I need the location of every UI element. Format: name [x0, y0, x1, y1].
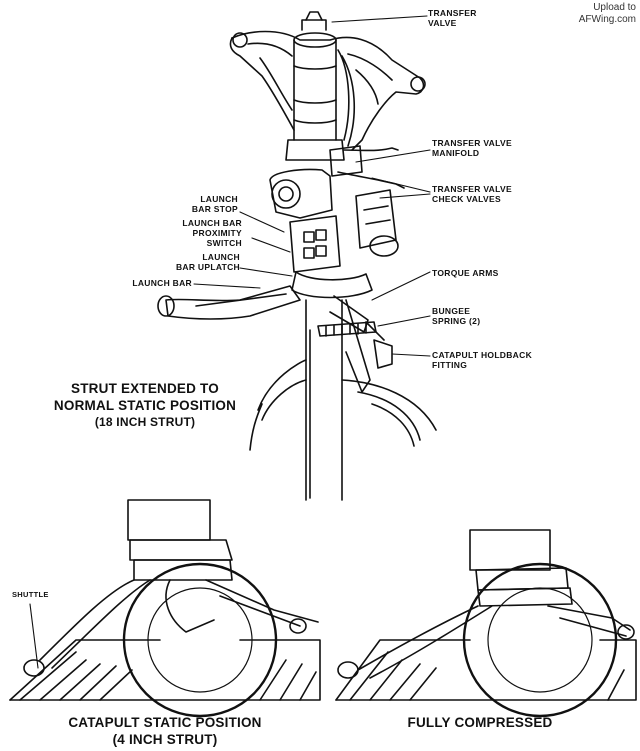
callout-text: TRANSFER [428, 8, 477, 18]
caption-line: STRUT EXTENDED TO [71, 381, 219, 396]
callout-torque-arms: TORQUE ARMS [432, 268, 499, 278]
callout-text: SHUTTLE [12, 590, 49, 599]
caption-fully-compressed: FULLY COMPRESSED [380, 714, 580, 731]
caption-line: NORMAL STATIC POSITION [53, 398, 237, 413]
caption-strut-extended: STRUT EXTENDED TO NORMAL STATIC POSITION… [0, 380, 290, 431]
callout-text: BAR STOP [191, 204, 238, 214]
watermark-line-1: Upload to [593, 2, 636, 13]
fully-compressed-drawing [335, 529, 637, 718]
callout-text: BUNGEE [432, 306, 471, 316]
callout-text: LAUNCH BAR [132, 278, 192, 288]
callout-text: CATAPULT HOLDBACK [432, 350, 533, 360]
catapult-static-drawing [9, 499, 321, 718]
callout-launch-bar-stop: LAUNCH BAR STOP [192, 194, 238, 214]
caption-catapult-static: CATAPULT STATIC POSITION (4 INCH STRUT) [40, 714, 290, 748]
callout-text: LAUNCH [200, 194, 238, 204]
callout-text: CHECK VALVES [432, 194, 501, 204]
callout-transfer-valve-check-valves: TRANSFER VALVE CHECK VALVES [432, 184, 512, 204]
callout-text: BAR UPLATCH [175, 262, 240, 272]
callout-text: VALVE [428, 18, 457, 28]
callout-text: LAUNCH BAR [182, 218, 242, 228]
callout-launch-bar-proximity-switch: LAUNCH BAR PROXIMITY SWITCH [182, 218, 242, 248]
caption-line: FULLY COMPRESSED [407, 715, 553, 730]
callout-text: PROXIMITY [192, 228, 242, 238]
nose-gear-strut-drawing [157, 11, 437, 501]
callout-transfer-valve-manifold: TRANSFER VALVE MANIFOLD [432, 138, 512, 158]
callout-text: LAUNCH [202, 252, 240, 262]
callout-bungee-spring: BUNGEE SPRING (2) [432, 306, 480, 326]
caption-line: (18 INCH STRUT) [94, 415, 196, 429]
watermark: Upload to AFWing.com [579, 2, 636, 26]
callout-text: TRANSFER VALVE [432, 184, 512, 194]
caption-line: (4 INCH STRUT) [112, 732, 218, 747]
watermark-line-2: AFWing.com [578, 14, 636, 25]
callout-transfer-valve: TRANSFER VALVE [428, 8, 477, 28]
callout-launch-bar: LAUNCH BAR [132, 278, 192, 288]
callout-text: SPRING (2) [432, 316, 481, 326]
callout-launch-bar-uplatch: LAUNCH BAR UPLATCH [176, 252, 240, 272]
callout-text: MANIFOLD [432, 148, 480, 158]
callout-text: SWITCH [206, 238, 242, 248]
callout-text: TORQUE ARMS [432, 268, 499, 278]
caption-line: CATAPULT STATIC POSITION [68, 715, 262, 730]
callout-shuttle: SHUTTLE [12, 590, 49, 600]
callout-text: TRANSFER VALVE [432, 138, 512, 148]
callout-catapult-holdback-fitting: CATAPULT HOLDBACK FITTING [432, 350, 532, 370]
callout-text: FITTING [432, 360, 468, 370]
callout-leaders [29, 15, 431, 669]
